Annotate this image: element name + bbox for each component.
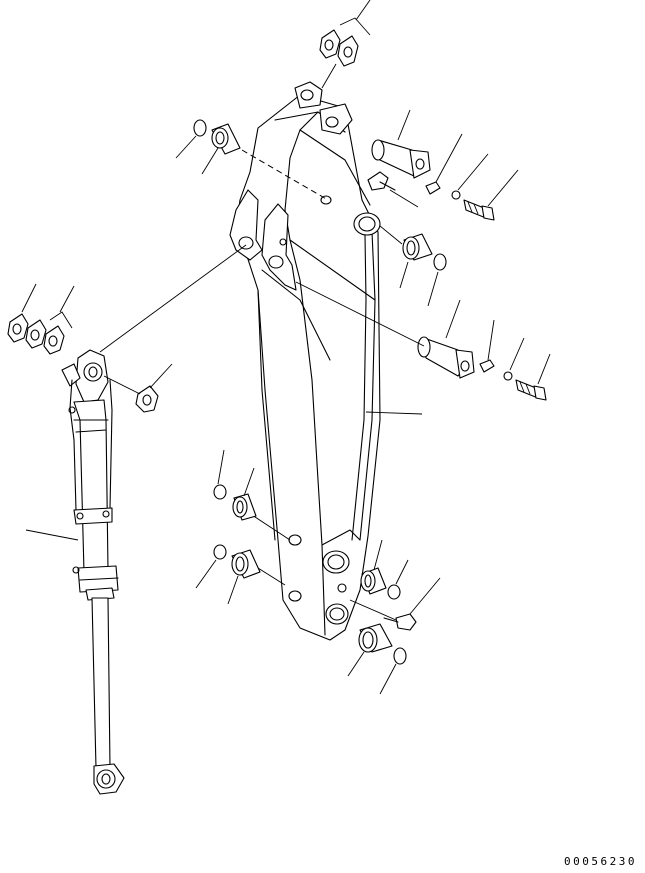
leader-ring-top-left: [175, 135, 197, 159]
leader-lower-bore: [257, 567, 286, 586]
leader-ring-right-upper: [427, 271, 439, 307]
leader-washer-upper: [457, 153, 489, 191]
arm-top-boss: [294, 81, 353, 135]
bushing-lower-right-b[interactable]: [358, 623, 393, 653]
leader-grease-lower: [409, 577, 441, 615]
snap-ring-lower-left-a[interactable]: [213, 484, 227, 500]
washer-upper[interactable]: [451, 190, 461, 200]
pin-middle[interactable]: [417, 336, 475, 379]
leader-arm: [365, 411, 423, 415]
snap-ring-lower-left-b[interactable]: [213, 544, 227, 560]
shim-left-b[interactable]: [25, 319, 47, 349]
snap-ring-lower-right-b[interactable]: [393, 647, 407, 665]
hidden-bore: [320, 195, 332, 205]
shim-left-c[interactable]: [43, 325, 65, 355]
bolt-upper[interactable]: [463, 199, 495, 221]
leader-shim-left-c: [59, 285, 75, 313]
leader-bore-to-bushing: [379, 225, 403, 245]
arm-cylinder-lugs: [229, 189, 297, 291]
shim-bracket-left: [49, 311, 73, 329]
drawing-code: 00056230: [564, 855, 637, 868]
snap-ring-top-left[interactable]: [193, 119, 207, 137]
leader-lock-plate-upper: [435, 133, 463, 183]
shim-pair-top[interactable]: [319, 29, 359, 67]
leader-shim-left-a: [21, 283, 37, 313]
snap-ring-right-upper[interactable]: [433, 253, 447, 271]
leader-ring-lower-right-a: [395, 559, 409, 585]
grease-fitting-upper[interactable]: [367, 171, 396, 191]
lock-plate-middle[interactable]: [479, 359, 495, 373]
shim-left-a[interactable]: [7, 313, 29, 343]
leader-cylinder-to-arm: [99, 244, 247, 353]
leader-cylinder-shim: [103, 375, 141, 395]
shim-left-d[interactable]: [135, 385, 159, 413]
hidden-line-upper: [241, 149, 329, 201]
leader-bushing-lower-left-a: [243, 467, 255, 497]
leader-washer-middle: [509, 337, 525, 371]
bolt-middle[interactable]: [515, 379, 547, 401]
leader-bolt-middle: [537, 353, 551, 385]
bushing-lower-right-a[interactable]: [360, 567, 387, 595]
bushing-right-upper[interactable]: [402, 233, 433, 261]
leader-top-shims: [355, 0, 371, 21]
leader-ring-lower-right-b: [379, 663, 397, 695]
leader-grease-upper: [389, 189, 419, 208]
leader-bushing-top-left: [201, 147, 219, 175]
bushing-lower-left-b[interactable]: [231, 549, 261, 579]
leader-top-boss: [321, 63, 337, 89]
bushing-lower-left-a[interactable]: [232, 493, 257, 521]
leader-bushing-lower-right-b: [347, 651, 365, 677]
leader-shim-left-d: [149, 363, 173, 389]
leader-pin-upper: [397, 109, 411, 141]
leader-ring-lower-left-a: [217, 449, 225, 485]
pin-upper[interactable]: [371, 139, 431, 179]
leader-grease-lower-path: [349, 599, 397, 621]
leader-bolt-upper: [487, 169, 519, 207]
arm-bottom-bores: [288, 534, 350, 625]
snap-ring-lower-right-a[interactable]: [387, 584, 401, 600]
arm-upper-bore: [353, 212, 381, 236]
arm-cylinder[interactable]: [61, 349, 125, 795]
shim-bracket-top: [339, 17, 371, 36]
lock-plate-upper[interactable]: [425, 181, 441, 195]
leader-arm-cylinder: [25, 529, 79, 541]
leader-bushing-lower-left-b: [227, 575, 239, 605]
bushing-top-left[interactable]: [211, 123, 241, 155]
leader-ring-lower-left-b: [195, 559, 217, 589]
arm-body[interactable]: [235, 94, 381, 641]
hidden-line-lower: [251, 514, 291, 541]
grease-fitting-lower[interactable]: [383, 613, 417, 631]
leader-pin-middle: [445, 299, 461, 339]
washer-middle[interactable]: [503, 371, 513, 381]
leader-bushing-lower-right-a: [373, 539, 383, 571]
leader-bushing-right-upper: [399, 261, 409, 289]
leader-pin-line: [295, 281, 425, 347]
leader-lock-plate-middle: [487, 319, 495, 361]
